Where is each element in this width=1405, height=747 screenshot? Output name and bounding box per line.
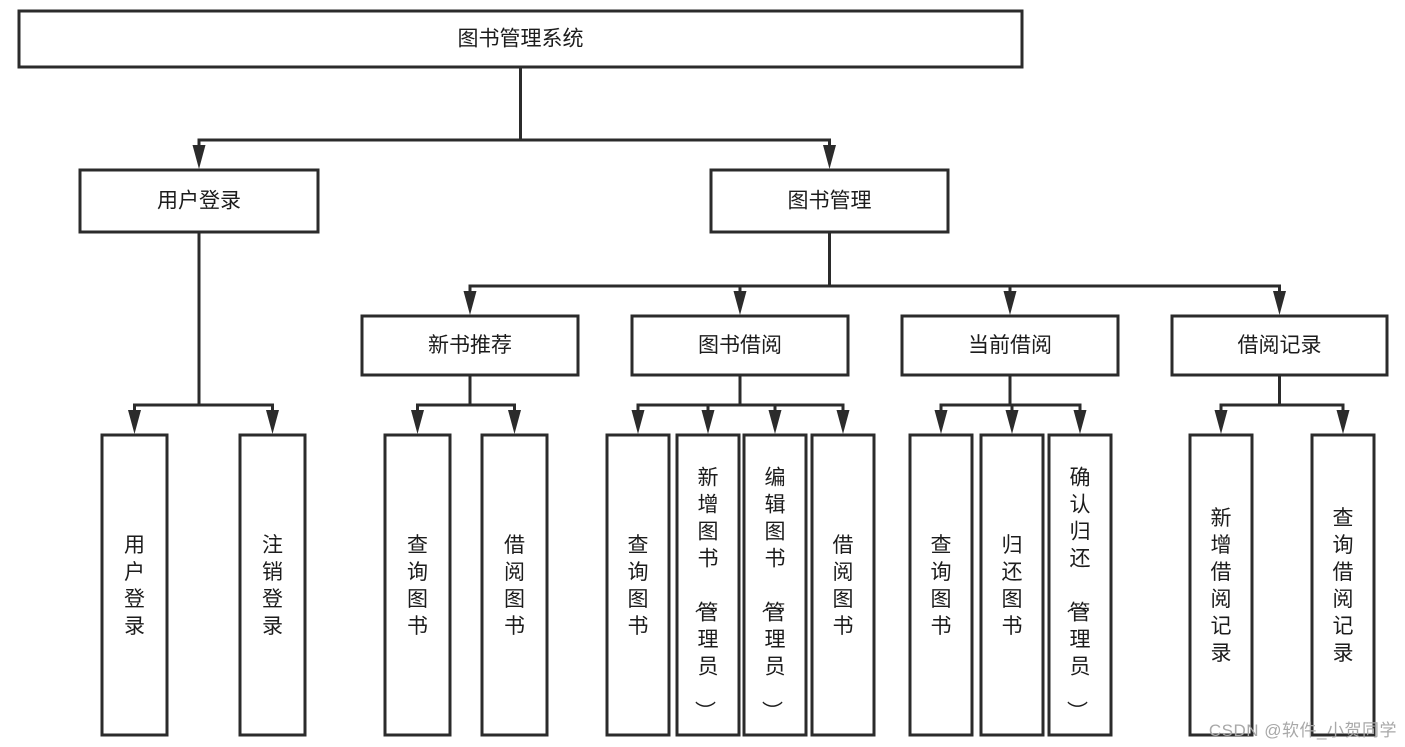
arrow-head-icon — [631, 410, 645, 434]
node-label: 确认归还（管理员） — [1065, 467, 1091, 722]
node-n-borrow[interactable]: 图书借阅 — [630, 314, 850, 377]
node-box[interactable] — [1310, 433, 1376, 737]
node-l-confirm[interactable]: 确认归还（管理员） — [1047, 433, 1113, 737]
node-label: 注销登录 — [262, 534, 283, 638]
node-box[interactable] — [605, 433, 671, 737]
node-root[interactable]: 图书管理系统 — [17, 9, 1024, 69]
arrow-head-icon — [1214, 410, 1228, 434]
arrow-head-icon — [1003, 291, 1017, 315]
arrow-head-icon — [768, 410, 782, 434]
arrow-head-icon — [266, 410, 279, 434]
edge-group-n-borrow — [631, 373, 850, 434]
node-label: 归还图书 — [1002, 534, 1023, 638]
node-box[interactable] — [675, 433, 741, 737]
arrow-head-icon — [508, 410, 521, 434]
node-l-qrec[interactable]: 查询借阅记录 — [1310, 433, 1376, 737]
node-label: 图书管理系统 — [458, 28, 584, 51]
node-label: 新增借阅记录 — [1211, 507, 1232, 665]
arrow-head-icon — [411, 410, 424, 434]
arrow-head-icon — [192, 145, 206, 169]
arrow-head-icon — [1273, 291, 1286, 315]
arrow-head-icon — [934, 410, 948, 434]
node-l-q3[interactable]: 查询图书 — [908, 433, 974, 737]
node-label: 查询图书 — [931, 534, 952, 638]
arrow-head-icon — [1005, 410, 1019, 434]
node-label: 用户登录 — [124, 534, 145, 638]
node-box[interactable] — [100, 433, 169, 737]
node-l-add[interactable]: 新增图书（管理员） — [675, 433, 741, 737]
node-label: 借阅图书 — [833, 534, 854, 638]
node-l-b1[interactable]: 借阅图书 — [480, 433, 549, 737]
node-label: 当前借阅 — [968, 334, 1052, 357]
node-label: 编辑图书（管理员） — [760, 467, 786, 722]
node-l-addrec[interactable]: 新增借阅记录 — [1188, 433, 1254, 737]
node-label: 查询图书 — [407, 534, 428, 638]
node-label: 用户登录 — [157, 190, 241, 213]
node-label: 图书管理 — [788, 190, 872, 213]
node-n-record[interactable]: 借阅记录 — [1170, 314, 1389, 377]
edge-group-n-login — [128, 230, 279, 434]
arrow-head-icon — [463, 291, 477, 315]
edge-group-root — [192, 65, 836, 169]
arrow-head-icon — [1336, 410, 1350, 434]
node-box[interactable] — [383, 433, 452, 737]
node-l-edit[interactable]: 编辑图书（管理员） — [742, 433, 808, 737]
node-box[interactable] — [78, 168, 320, 234]
node-box[interactable] — [908, 433, 974, 737]
node-label: 图书借阅 — [698, 334, 782, 357]
node-box[interactable] — [979, 433, 1045, 737]
node-box[interactable] — [900, 314, 1120, 377]
edge-group-n-newbook — [411, 373, 521, 434]
node-label: 查询借阅记录 — [1333, 507, 1354, 665]
node-l-login[interactable]: 用户登录 — [100, 433, 169, 737]
node-n-bookmgmt[interactable]: 图书管理 — [709, 168, 950, 234]
node-box[interactable] — [360, 314, 580, 377]
nodes-layer: 图书管理系统用户登录图书管理新书推荐图书借阅当前借阅借阅记录用户登录注销登录查询… — [17, 9, 1389, 737]
node-label: 借阅记录 — [1238, 334, 1322, 357]
node-l-q2[interactable]: 查询图书 — [605, 433, 671, 737]
arrow-head-icon — [823, 145, 836, 169]
node-label: 新书推荐 — [428, 334, 512, 357]
node-l-q1[interactable]: 查询图书 — [383, 433, 452, 737]
edges-layer — [128, 65, 1350, 434]
arrow-head-icon — [836, 410, 850, 434]
node-box[interactable] — [1188, 433, 1254, 737]
node-label: 新增图书（管理员） — [693, 467, 719, 722]
node-box[interactable] — [17, 9, 1024, 69]
edge-group-n-current — [934, 373, 1087, 434]
edge-group-n-bookmgmt — [463, 230, 1286, 315]
node-box[interactable] — [630, 314, 850, 377]
node-label: 借阅图书 — [504, 534, 525, 638]
arrow-head-icon — [733, 291, 747, 315]
node-box[interactable] — [480, 433, 549, 737]
arrow-head-icon — [701, 410, 715, 434]
node-box[interactable] — [1170, 314, 1389, 377]
node-box[interactable] — [810, 433, 876, 737]
node-n-login[interactable]: 用户登录 — [78, 168, 320, 234]
node-box[interactable] — [709, 168, 950, 234]
node-l-return[interactable]: 归还图书 — [979, 433, 1045, 737]
node-box[interactable] — [238, 433, 307, 737]
arrow-head-icon — [1073, 410, 1087, 434]
node-box[interactable] — [742, 433, 808, 737]
node-l-b2[interactable]: 借阅图书 — [810, 433, 876, 737]
node-n-current[interactable]: 当前借阅 — [900, 314, 1120, 377]
node-box[interactable] — [1047, 433, 1113, 737]
arrow-head-icon — [128, 410, 141, 434]
node-l-logout[interactable]: 注销登录 — [238, 433, 307, 737]
node-n-newbook[interactable]: 新书推荐 — [360, 314, 580, 377]
edge-group-n-record — [1214, 373, 1350, 434]
node-label: 查询图书 — [628, 534, 649, 638]
